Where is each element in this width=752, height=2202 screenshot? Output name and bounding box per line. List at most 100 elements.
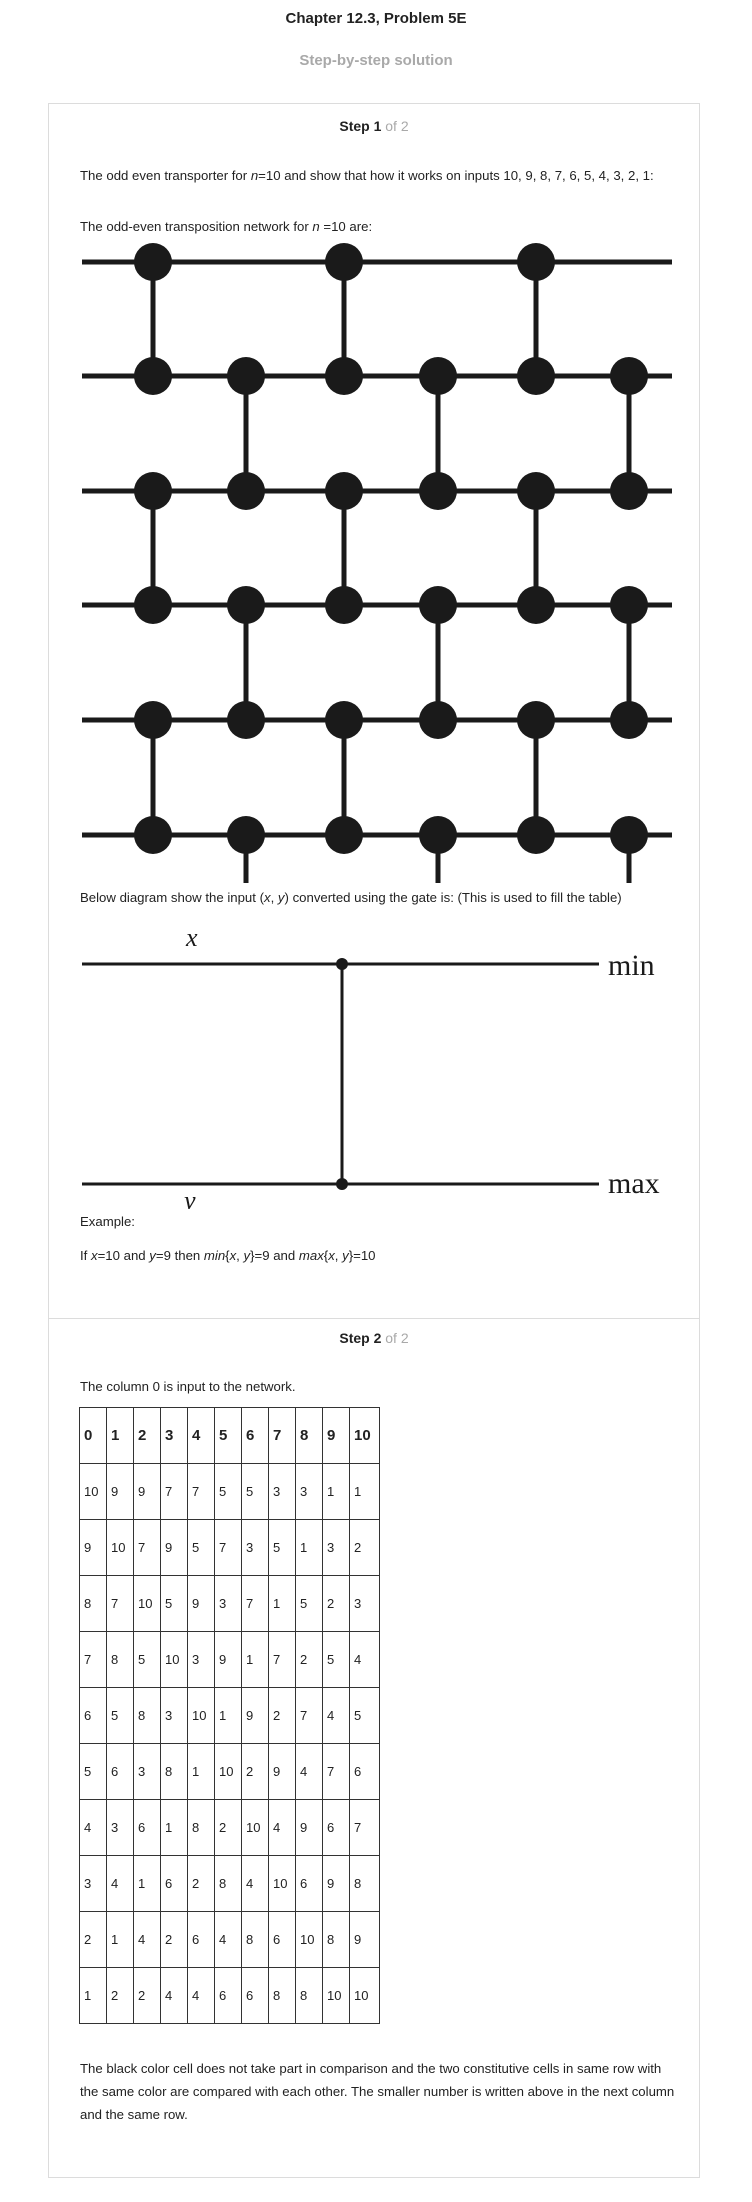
table-cell: 10	[322, 1967, 350, 2024]
table-cell: 5	[106, 1687, 134, 1744]
table-cell: 9	[160, 1519, 188, 1576]
comparator-x-label: x	[185, 923, 198, 952]
comparator-node	[517, 357, 555, 395]
column-header-7: 7	[268, 1407, 296, 1464]
table-cell: 2	[241, 1743, 269, 1800]
table-cell: 7	[160, 1463, 188, 1520]
example-line: If x=10 and y=9 then min{x, y}=9 and max…	[80, 1244, 680, 1267]
table-cell: 10	[214, 1743, 242, 1800]
comparator-bottom-node	[336, 1178, 348, 1190]
table-cell: 8	[133, 1687, 161, 1744]
table-cell: 4	[295, 1743, 323, 1800]
table-cell: 1	[322, 1463, 350, 1520]
column-header-0: 0	[79, 1407, 107, 1464]
table-cell: 8	[322, 1911, 350, 1968]
comparator-node	[517, 243, 555, 281]
comparator-node	[419, 357, 457, 395]
intro-text: The odd even transporter for	[80, 168, 251, 183]
table-cell: 7	[106, 1575, 134, 1632]
example-text: ,	[334, 1248, 343, 1263]
comparator-node	[325, 586, 363, 624]
network-caption: The odd-even transposition network for n…	[80, 215, 680, 238]
table-cell: 6	[295, 1855, 323, 1912]
table-cell: 1	[187, 1743, 215, 1800]
table-cell: 3	[133, 1743, 161, 1800]
table-cell: 6	[349, 1743, 380, 1800]
gate-var-x: x	[264, 890, 271, 905]
gate-text: Below diagram show the input (	[80, 890, 264, 905]
comparator-node	[227, 816, 265, 854]
gate-var-y: y	[277, 890, 285, 905]
gate-text-rest: ) converted using the gate is: (This is …	[284, 890, 622, 905]
table-cell: 3	[79, 1855, 107, 1912]
comparator-node	[325, 816, 363, 854]
table-cell: 2	[295, 1631, 323, 1688]
table-cell: 6	[187, 1911, 215, 1968]
table-cell: 8	[160, 1743, 188, 1800]
table-cell: 10	[160, 1631, 188, 1688]
table-cell: 2	[349, 1519, 380, 1576]
table-cell: 5	[349, 1687, 380, 1744]
comparator-top-node	[336, 958, 348, 970]
table-cell: 5	[79, 1743, 107, 1800]
table-cell: 2	[214, 1799, 242, 1856]
table-cell: 2	[133, 1967, 161, 2024]
table-cell: 4	[133, 1911, 161, 1968]
table-cell: 6	[214, 1967, 242, 2024]
gate-comma: ,	[270, 890, 278, 905]
table-cell: 7	[187, 1463, 215, 1520]
example-var: x	[91, 1248, 98, 1263]
column-header-10: 10	[349, 1407, 380, 1464]
column-header-5: 5	[214, 1407, 242, 1464]
table-cell: 6	[106, 1743, 134, 1800]
gate-caption: Below diagram show the input (x, y) conv…	[80, 886, 680, 909]
table-cell: 10	[268, 1855, 296, 1912]
comparator-node	[517, 816, 555, 854]
intro-paragraph: The odd even transporter for n=10 and sh…	[80, 164, 680, 187]
comparator-node	[610, 472, 648, 510]
table-cell: 8	[241, 1911, 269, 1968]
table-cell: 2	[79, 1911, 107, 1968]
comparator-node	[325, 472, 363, 510]
table-cell: 9	[214, 1631, 242, 1688]
table-cell: 1	[106, 1911, 134, 1968]
table-cell: 1	[241, 1631, 269, 1688]
step-2-card: Step 2 of 2 The column 0 is input to the…	[48, 1318, 700, 2178]
table-cell: 9	[187, 1575, 215, 1632]
step-count: of 2	[385, 118, 409, 134]
table-cell: 3	[187, 1631, 215, 1688]
comparator-node	[610, 357, 648, 395]
table-cell: 6	[241, 1967, 269, 2024]
example-var: x	[229, 1248, 237, 1263]
table-cell: 9	[241, 1687, 269, 1744]
example-text: ,	[236, 1248, 244, 1263]
step-label: Step 1	[339, 118, 382, 134]
table-cell: 7	[322, 1743, 350, 1800]
table-cell: 8	[349, 1855, 380, 1912]
column-header-8: 8	[295, 1407, 323, 1464]
comparator-node	[517, 701, 555, 739]
table-cell: 2	[187, 1855, 215, 1912]
network-var-n: n	[312, 219, 320, 234]
table-cell: 7	[133, 1519, 161, 1576]
table-cell: 8	[187, 1799, 215, 1856]
step-2-heading: Step 2 of 2	[49, 1330, 699, 1346]
comparator-node	[325, 243, 363, 281]
column-header-6: 6	[241, 1407, 269, 1464]
table-note: The black color cell does not take part …	[80, 2061, 675, 2122]
table-cell: 9	[106, 1463, 134, 1520]
comparator-node	[134, 357, 172, 395]
table-cell: 5	[133, 1631, 161, 1688]
table-cell: 10	[79, 1463, 107, 1520]
table-cell: 4	[160, 1967, 188, 2024]
table-cell: 3	[214, 1575, 242, 1632]
table-cell: 9	[79, 1519, 107, 1576]
table-cell: 5	[295, 1575, 323, 1632]
table-cell: 4	[322, 1687, 350, 1744]
table-cell: 9	[268, 1743, 296, 1800]
comparator-node	[134, 701, 172, 739]
